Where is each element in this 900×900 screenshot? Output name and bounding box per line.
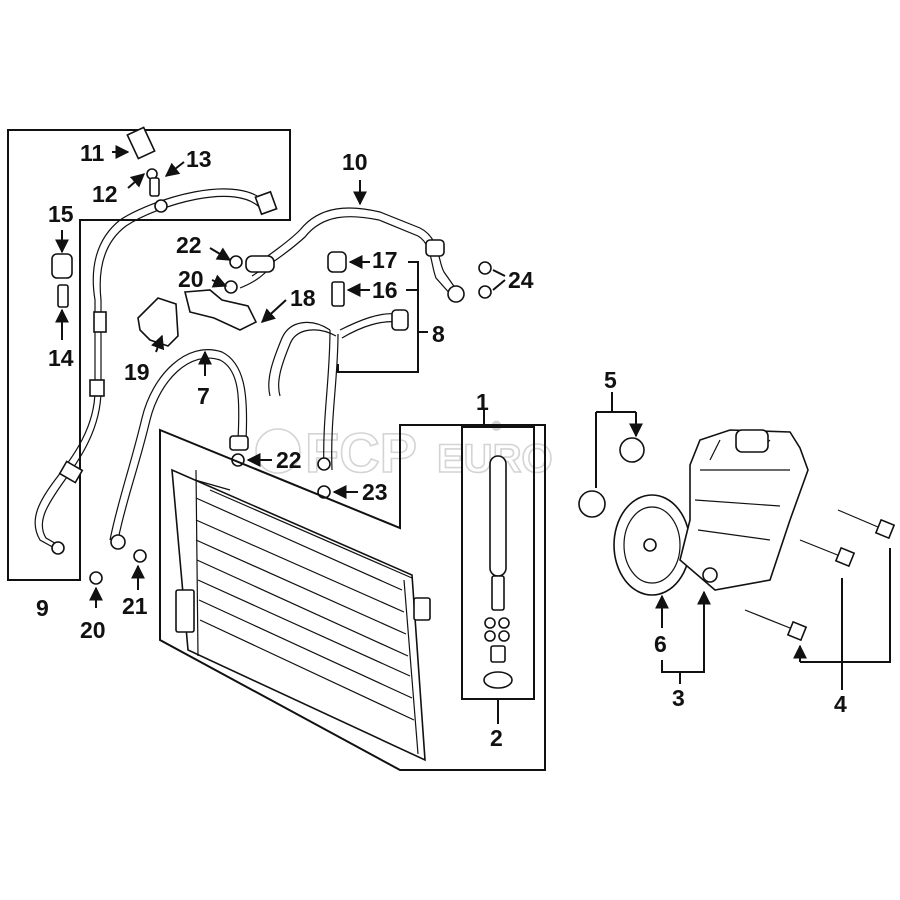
callout-labels: 11 12 13 15 14 10 22 20 17 16 18 24 8 19… bbox=[36, 140, 847, 751]
callout-22-mid: 22 bbox=[276, 447, 302, 473]
callout-1: 1 bbox=[476, 389, 489, 415]
callout-7: 7 bbox=[197, 383, 210, 409]
callout-20-bottom: 20 bbox=[80, 617, 106, 643]
callout-15: 15 bbox=[48, 201, 74, 227]
hose-9 bbox=[34, 188, 278, 555]
compressor bbox=[578, 429, 809, 596]
callout-10: 10 bbox=[342, 149, 368, 175]
drier-parts bbox=[483, 455, 513, 689]
hose-group-box bbox=[7, 129, 291, 581]
callout-21: 21 bbox=[122, 593, 148, 619]
brackets-18-19 bbox=[137, 289, 258, 347]
condenser bbox=[171, 468, 431, 762]
callout-12: 12 bbox=[92, 181, 118, 207]
callout-18: 18 bbox=[290, 285, 316, 311]
hose-7 bbox=[89, 349, 331, 585]
hose-10 bbox=[239, 207, 465, 303]
callout-19: 19 bbox=[124, 359, 150, 385]
callout-22-top: 22 bbox=[176, 232, 202, 258]
callout-23: 23 bbox=[362, 479, 388, 505]
drier-box bbox=[461, 426, 535, 700]
condenser-box bbox=[159, 424, 546, 771]
watermark-brand: FCP bbox=[305, 421, 417, 484]
hose-8 bbox=[268, 309, 409, 471]
valves-16-17 bbox=[327, 251, 347, 307]
callout-4: 4 bbox=[834, 691, 847, 717]
callout-6: 6 bbox=[654, 631, 667, 657]
callout-24: 24 bbox=[508, 267, 534, 293]
callout-13: 13 bbox=[186, 146, 212, 172]
callout-11: 11 bbox=[80, 140, 105, 166]
callout-3: 3 bbox=[672, 685, 685, 711]
callout-2: 2 bbox=[490, 725, 503, 751]
orings-top bbox=[224, 255, 492, 299]
callout-14: 14 bbox=[48, 345, 74, 371]
callout-5: 5 bbox=[604, 367, 617, 393]
callout-8: 8 bbox=[432, 321, 445, 347]
callout-9: 9 bbox=[36, 595, 49, 621]
callout-20-top: 20 bbox=[178, 266, 204, 292]
callout-17: 17 bbox=[372, 247, 398, 273]
parts-11-15 bbox=[51, 126, 168, 308]
callout-16: 16 bbox=[372, 277, 398, 303]
leader-lines bbox=[55, 145, 891, 724]
